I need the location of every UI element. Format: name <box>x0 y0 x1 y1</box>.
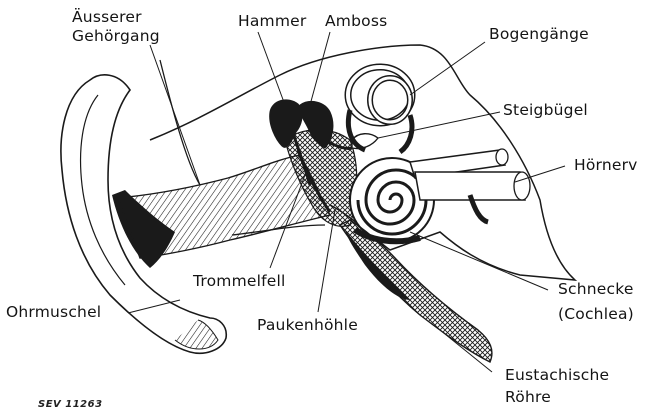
label-ohrmuschel: Ohrmuschel <box>6 303 101 322</box>
canal-wall-upper <box>160 60 200 185</box>
label-hoernerv: Hörnerv <box>574 156 638 175</box>
label-hammer: Hammer <box>238 12 306 31</box>
label-paukenhoehle: Paukenhöhle <box>257 316 358 335</box>
label-schnecke: Schnecke (Cochlea) <box>558 280 634 324</box>
figure-code: SEV 11263 <box>38 399 103 410</box>
label-trommelfell: Trommelfell <box>193 272 286 291</box>
label-steigbuegel: Steigbügel <box>503 101 588 120</box>
label-bogengaenge: Bogengänge <box>489 25 589 44</box>
label-eustachische-roehre: Eustachische Röhre <box>505 366 609 407</box>
label-amboss: Amboss <box>325 12 387 31</box>
label-ausserer-gehoergang: Äusserer Gehörgang <box>72 8 160 46</box>
